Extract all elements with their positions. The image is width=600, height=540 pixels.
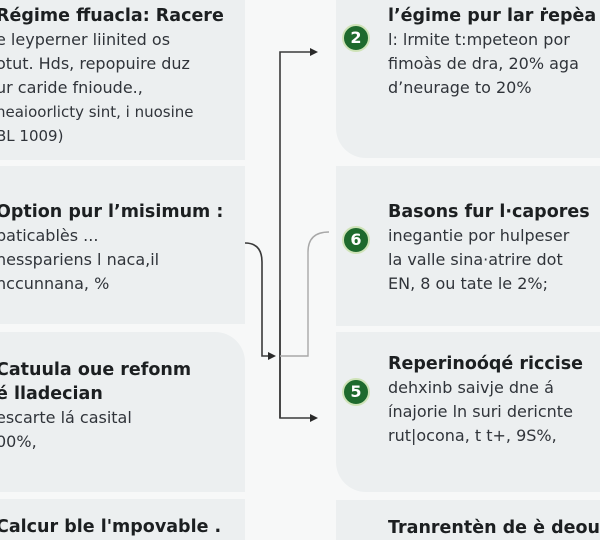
step-badge-5: 5 [342, 378, 370, 406]
left-card-2-line-2: nesspariens l naca,il [0, 250, 160, 269]
right-card-1-line-1: l: lrmite t:mpeteon por [388, 30, 570, 49]
step-badge-2: 2 [342, 24, 370, 52]
left-card-3-title: Catuula oue refonm [0, 360, 192, 380]
right-card-2-title: Basons fur l·capores [388, 202, 590, 222]
left-card-1-title: Régime ffuacla: Racere [0, 6, 224, 26]
connector-trunk-to-step-5 [279, 300, 318, 422]
left-card-1-line-3: ur caride fnioude., [0, 78, 143, 97]
left-card-4-title: Calcur ble l'mpovable . [0, 517, 222, 537]
right-card-2-line-3: EN, 8 ou tate le 2%; [388, 274, 548, 293]
left-card-2-title: Option pur l’misimum : [0, 202, 224, 222]
right-card-4-title: Tranrentèn de è deou [388, 518, 600, 538]
step-badge-6: 6 [342, 226, 370, 254]
right-card-1-line-2: fimoàs de dra, 20% aga [388, 54, 579, 73]
right-card-3-line-2: ínajorie ln suri dericnte [388, 402, 573, 421]
right-card-2-line-1: inegantie por hulpeser [388, 226, 570, 245]
left-card-3-line-1: escarte lá casital [0, 408, 132, 427]
left-card-3-line-2: 00%, [0, 432, 37, 451]
right-card-1[interactable]: 2 l’égime pur lar ṙepèa l: lrmite t:mpet… [336, 0, 600, 158]
right-card-3[interactable]: 5 Reperinoóqé riccise dehxinb saivje dne… [336, 332, 600, 492]
left-card-4[interactable]: Calcur ble l'mpovable . [0, 499, 245, 540]
right-card-2[interactable]: 6 Basons fur l·capores inegantie por hul… [336, 166, 600, 326]
right-card-2-line-2: la valle sina·atrire dot [388, 250, 563, 269]
left-card-3[interactable]: Catuula oue refonm é lladecian escarte l… [0, 332, 245, 492]
left-card-3-title-2: é lladecian [0, 384, 103, 404]
left-card-1[interactable]: Régime ffuacla: Racere e leyperner liini… [0, 0, 245, 160]
connector-step-6-to-trunk [280, 231, 330, 357]
connector-trunk-to-step-2 [279, 48, 318, 418]
right-card-3-title: Reperinoóqé riccise [388, 354, 584, 374]
right-card-1-line-3: d’neurage to 20% [388, 78, 532, 97]
right-card-3-line-3: rut|ocona, t t+, 9S%, [388, 426, 557, 445]
left-card-1-line-1: e leyperner liinited os [0, 30, 171, 49]
connector-left-option-to-trunk [244, 242, 276, 360]
left-card-1-line-2: otut. Hds, repopuire duz [0, 54, 190, 73]
right-card-1-title: l’égime pur lar ṙepèa [388, 6, 597, 26]
left-card-2-line-1: paticablès ... [0, 226, 99, 245]
left-card-2[interactable]: Option pur l’misimum : paticablès ... ne… [0, 166, 245, 324]
left-card-2-line-3: nccunnana, % [0, 274, 110, 293]
left-card-1-line-5: BL 1009) [0, 127, 64, 145]
left-card-1-line-4: neaioorlicty sint, i nuosine [0, 103, 194, 121]
right-card-4[interactable]: Tranrentèn de è deou [336, 500, 600, 540]
right-card-3-line-1: dehxinb saivje dne á [388, 378, 554, 397]
